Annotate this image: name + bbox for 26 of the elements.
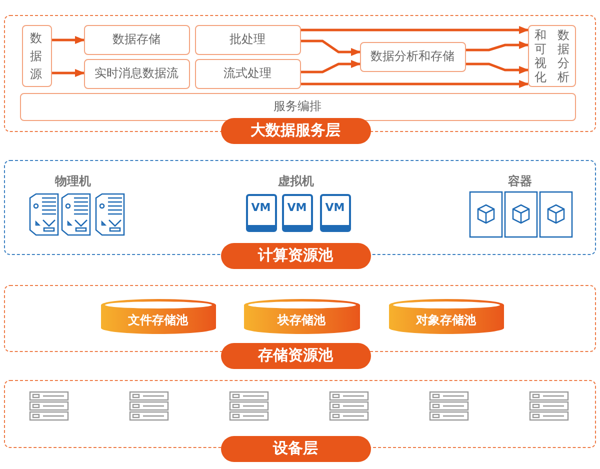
layer-badge: 设备层 [220, 436, 370, 462]
category-label: 物理机 [55, 173, 91, 190]
vm-icon: VM [282, 194, 312, 232]
process-box: 流式处理 [194, 58, 300, 88]
process-box: 服务编排 [20, 92, 576, 120]
arrow [466, 62, 529, 74]
arrow [52, 36, 85, 44]
process-box: 数据分析和存储 [360, 42, 466, 72]
category-label: 虚拟机 [278, 173, 314, 190]
arrow [466, 41, 529, 52]
layer-badge: 计算资源池 [220, 242, 370, 268]
arrow [301, 40, 361, 56]
process-box: 数据源 [22, 24, 52, 86]
process-box: 批处理 [194, 24, 300, 54]
vm-icon: VM [246, 194, 276, 232]
arrow [301, 60, 361, 74]
process-box: 实时消息数据流 [84, 58, 190, 88]
layer-badge: 大数据服务层 [220, 118, 370, 144]
process-box: 数据存储 [84, 24, 190, 54]
layer-badge: 存储资源池 [220, 342, 370, 368]
process-box: 数据分析和可视化 [528, 24, 576, 86]
arrow [301, 80, 529, 88]
category-label: 容器 [508, 173, 532, 190]
vm-icon: VM [320, 194, 350, 232]
arrow [52, 69, 85, 77]
arrow [301, 26, 529, 34]
